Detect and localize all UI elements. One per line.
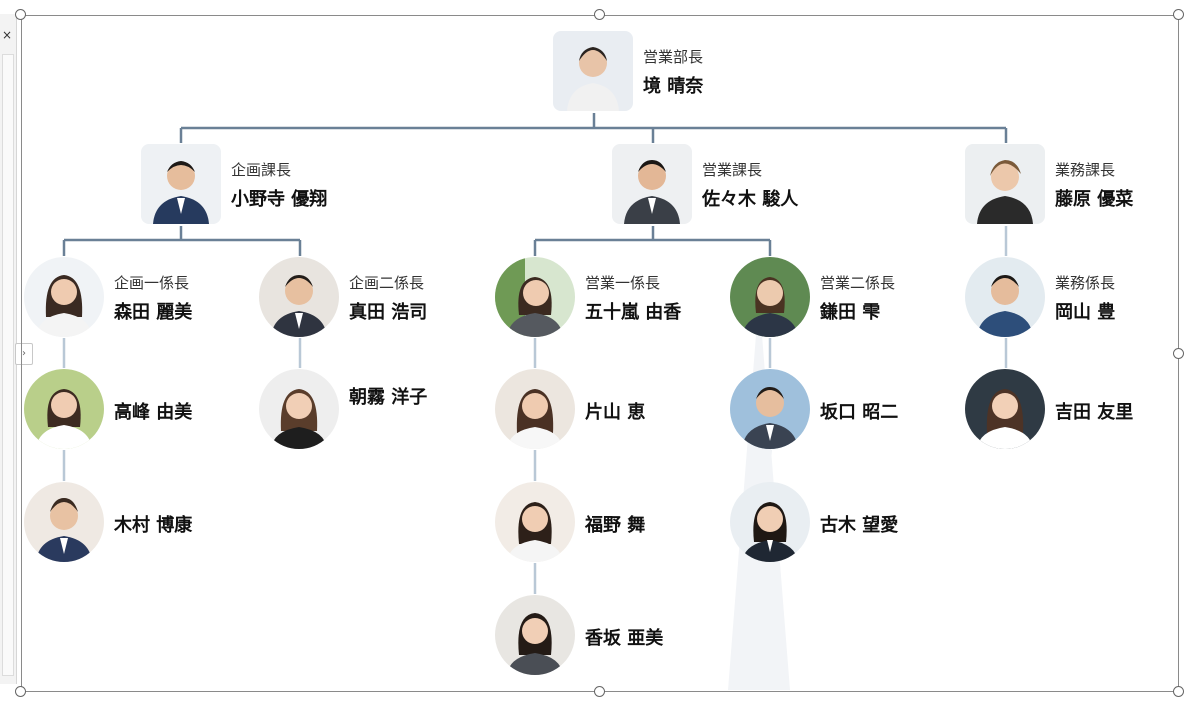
name-planning2: 真田 浩司 (349, 302, 428, 323)
avatar-furuki (730, 482, 810, 562)
title-head: 営業部長 (643, 48, 704, 66)
avatar-katayama (495, 369, 575, 449)
resize-handle-top-right[interactable] (1173, 9, 1184, 20)
name-takamine: 高峰 由美 (114, 402, 193, 423)
close-icon[interactable]: × (1, 28, 13, 42)
avatar-head (553, 31, 633, 111)
name-katayama: 片山 恵 (585, 402, 646, 423)
avatar-planning1 (24, 257, 104, 337)
title-sales2: 営業二係長 (820, 274, 896, 292)
avatar-ops-manager (965, 144, 1045, 224)
title-ops1: 業務係長 (1055, 274, 1116, 292)
name-yoshida: 吉田 友里 (1055, 402, 1134, 423)
title-planning2: 企画二係長 (349, 274, 425, 292)
title-planning1: 企画一係長 (114, 274, 190, 292)
title-planning-manager: 企画課長 (231, 161, 292, 179)
resize-handle-top-left[interactable] (15, 9, 26, 20)
resize-handle-top[interactable] (594, 9, 605, 20)
avatar-sales-manager (612, 144, 692, 224)
resize-handle-bottom-right[interactable] (1173, 686, 1184, 697)
avatar-fukuno (495, 482, 575, 562)
avatar-takamine (24, 369, 104, 449)
name-ops-manager: 藤原 優菜 (1055, 189, 1134, 210)
avatar-ops1 (965, 257, 1045, 337)
avatar-sales1 (495, 257, 575, 337)
name-sales1: 五十嵐 由香 (585, 302, 682, 323)
name-kosaka: 香坂 亜美 (585, 628, 664, 649)
name-asagiri: 朝霧 洋子 (349, 387, 428, 408)
name-furuki: 古木 望愛 (820, 515, 899, 536)
title-sales-manager: 営業課長 (702, 161, 763, 179)
title-sales1: 営業一係長 (585, 274, 661, 292)
avatar-kimura (24, 482, 104, 562)
name-sales2: 鎌田 雫 (820, 302, 881, 323)
side-panel-area (2, 54, 14, 676)
name-sakaguchi: 坂口 昭二 (820, 402, 899, 423)
avatar-sakaguchi (730, 369, 810, 449)
name-planning-manager: 小野寺 優翔 (231, 189, 328, 210)
title-ops-manager: 業務課長 (1055, 161, 1116, 179)
name-planning1: 森田 麗美 (114, 302, 193, 323)
name-fukuno: 福野 舞 (585, 515, 646, 536)
side-panel: × (0, 14, 17, 684)
resize-handle-bottom-left[interactable] (15, 686, 26, 697)
name-kimura: 木村 博康 (114, 515, 193, 536)
avatar-planning2 (259, 257, 339, 337)
resize-handle-right[interactable] (1173, 348, 1184, 359)
avatar-kosaka (495, 595, 575, 675)
avatar-sales2 (730, 257, 810, 337)
avatar-asagiri (259, 369, 339, 449)
resize-handle-bottom[interactable] (594, 686, 605, 697)
avatar-yoshida (965, 369, 1045, 449)
name-ops1: 岡山 豊 (1055, 302, 1116, 323)
name-sales-manager: 佐々木 駿人 (702, 189, 799, 210)
name-head: 境 晴奈 (643, 76, 704, 97)
avatar-planning-manager (141, 144, 221, 224)
expand-panel-icon[interactable]: › (15, 343, 33, 365)
